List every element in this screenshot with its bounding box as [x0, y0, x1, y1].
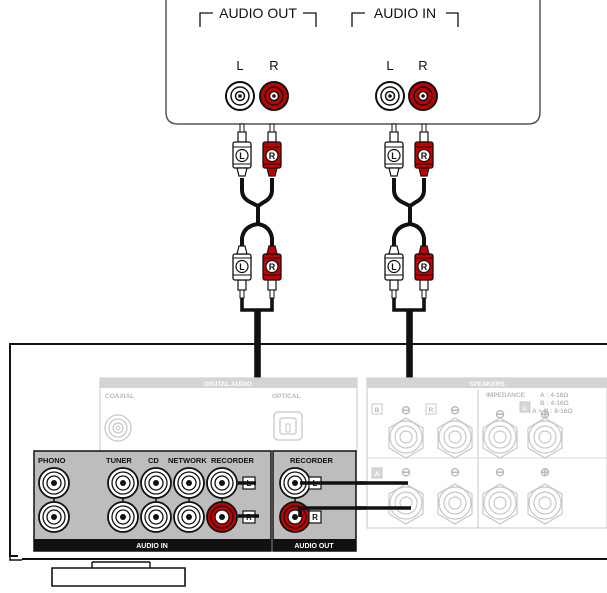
svg-text:L: L: [391, 262, 397, 272]
impedance-b: B : 4-16Ω: [540, 400, 569, 407]
spk-minus-1: ⊖: [401, 403, 411, 417]
recorder-out-label: RECORDER: [290, 456, 334, 465]
cable-1-plug-bottom-r: R: [262, 245, 282, 299]
optical-jack[interactable]: [273, 411, 303, 441]
impedance-label: IMPEDANCE: [486, 392, 526, 399]
optical-label: OPTICAL: [272, 393, 301, 400]
spk-b-tag: B: [375, 407, 380, 414]
amplifier-rear-panel: DIGITAL AUDIO COAXIAL OPTICAL SPEAKERS I…: [9, 343, 607, 587]
svg-text:L: L: [239, 151, 245, 161]
network-r-jack[interactable]: [173, 501, 205, 533]
phono-label: PHONO: [38, 456, 66, 465]
cable-1-plug-top-l: L: [232, 123, 252, 177]
audio-in-group: AUDIO IN L R: [351, 5, 459, 111]
svg-text:R: R: [269, 262, 276, 272]
tuner-l-jack[interactable]: [107, 467, 139, 499]
cable-2-plug-top-l: L: [384, 123, 404, 177]
phono-l-jack[interactable]: [38, 467, 70, 499]
audio-out-r-label: R: [269, 58, 278, 73]
svg-text:R: R: [421, 262, 428, 272]
impedance-ab: A + B : 8-16Ω: [532, 408, 573, 415]
audio-in-r-jack[interactable]: [408, 81, 438, 111]
audio-out-r-jack[interactable]: [259, 81, 289, 111]
coaxial-label: COAXIAL: [105, 393, 134, 400]
cable-2-plug-bottom-l: L: [384, 245, 404, 299]
svg-text:R: R: [421, 151, 428, 161]
phono-r-jack[interactable]: [38, 501, 70, 533]
speakers-section: SPEAKERS IMPEDANCE A : 4-16Ω B : 4-16Ω A…: [366, 377, 607, 529]
spk-minus-2: ⊖: [450, 403, 460, 417]
audio-out-section-label: AUDIO OUT: [294, 543, 334, 550]
audio-in-section-label: AUDIO IN: [136, 543, 168, 550]
cd-label: CD: [148, 456, 159, 465]
network-label: NETWORK: [168, 456, 207, 465]
digital-audio-section: DIGITAL AUDIO COAXIAL OPTICAL: [99, 377, 358, 452]
speakers-label: SPEAKERS: [469, 381, 505, 388]
cd-l-jack[interactable]: [140, 467, 172, 499]
audio-out-heading: AUDIO OUT: [219, 5, 297, 21]
spk-r-tag: R: [429, 407, 434, 414]
coaxial-jack[interactable]: [104, 414, 132, 442]
svg-text:L: L: [239, 262, 245, 272]
audio-out-section: AUDIO OUT RECORDER L R: [272, 450, 357, 552]
cable-2-plug-bottom-r: R: [414, 245, 434, 299]
cd-r-jack[interactable]: [140, 501, 172, 533]
audio-in-r-label: R: [418, 58, 427, 73]
audio-in-section: AUDIO IN PHONO TUNER CD NETWORK RECORDER…: [33, 450, 272, 552]
recorder-in-label: RECORDER: [211, 456, 255, 465]
recorder-in-l-jack[interactable]: [206, 467, 238, 499]
audio-out-l-label: L: [236, 58, 243, 73]
cable-2-plug-top-r: R: [414, 123, 434, 177]
spk-minus-3: ⊖: [495, 407, 505, 421]
spk-minus-4: ⊖: [401, 465, 411, 479]
audio-in-l-jack[interactable]: [375, 81, 405, 111]
tuner-label: TUNER: [106, 456, 132, 465]
spk-plus-2: ⊕: [540, 465, 550, 479]
audio-in-l-label: L: [386, 58, 393, 73]
cable-1-plug-top-r: R: [262, 123, 282, 177]
spk-l-tag: L: [523, 405, 527, 412]
network-l-jack[interactable]: [173, 467, 205, 499]
svg-text:L: L: [391, 151, 397, 161]
digital-audio-label: DIGITAL AUDIO: [204, 381, 252, 388]
tuner-r-jack[interactable]: [107, 501, 139, 533]
impedance-a: A : 4-16Ω: [540, 392, 568, 399]
spk-plus-1: ⊕: [540, 407, 550, 421]
cable-1-plug-bottom-l: L: [232, 245, 252, 299]
audio-out-group: AUDIO OUT L R: [199, 5, 317, 111]
svg-text:R: R: [269, 151, 276, 161]
source-device: AUDIO OUT L R AUDIO IN L R: [165, 0, 541, 125]
recorder-out-r-tag: R: [312, 513, 318, 522]
spk-a-tag: A: [375, 471, 380, 478]
audio-out-l-jack[interactable]: [225, 81, 255, 111]
recorder-in-r-jack[interactable]: [206, 501, 238, 533]
spk-minus-5: ⊖: [450, 465, 460, 479]
spk-minus-6: ⊖: [495, 465, 505, 479]
audio-in-heading: AUDIO IN: [374, 5, 436, 21]
